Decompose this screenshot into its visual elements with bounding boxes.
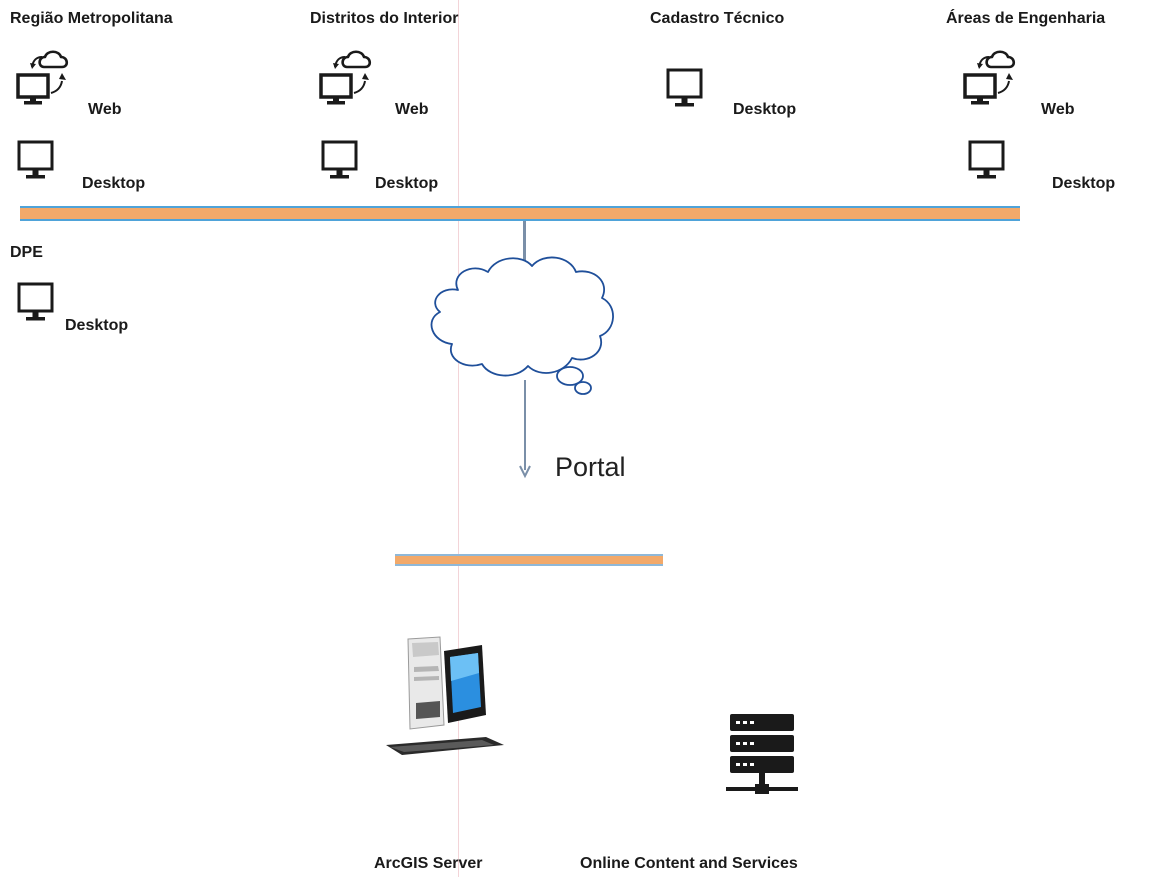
server-rack-icon [722,712,802,796]
monitor-icon [16,281,56,325]
group-title-areas: Áreas de Engenharia [946,10,1106,27]
desktop-label-areas: Desktop [1052,175,1116,192]
cloud-sync-icon [14,45,76,107]
workstation-icon [378,633,508,763]
connector-line-bottom [524,380,526,470]
network-bar-server [395,554,663,566]
desktop-label-dpe: Desktop [65,317,129,334]
monitor-icon [16,139,56,183]
arcgis-server-label: ArcGIS Server [374,855,483,872]
cloud-sync-icon [317,45,379,107]
arrow-down-icon [519,464,531,479]
cloud-sync-icon [961,45,1023,107]
group-title-cadastro: Cadastro Técnico [650,10,785,27]
monitor-icon [967,139,1007,183]
web-label-distritos: Web [395,101,429,118]
desktop-label-cadastro: Desktop [733,101,797,118]
network-bar-main [20,206,1020,221]
group-title-distritos: Distritos do Interior [310,10,459,27]
web-label-areas: Web [1041,101,1075,118]
web-label-regiao: Web [88,101,122,118]
group-title-dpe: DPE [10,244,43,261]
portal-label: Portal [555,452,626,482]
cloud-icon [420,250,630,400]
guide-line [458,0,459,877]
desktop-label-distritos: Desktop [375,175,439,192]
monitor-icon [320,139,360,183]
online-content-label: Online Content and Services [580,855,798,872]
group-title-regiao: Região Metropolitana [10,10,173,27]
connector-line-top [523,221,526,263]
monitor-icon [665,67,705,111]
desktop-label-regiao: Desktop [82,175,146,192]
